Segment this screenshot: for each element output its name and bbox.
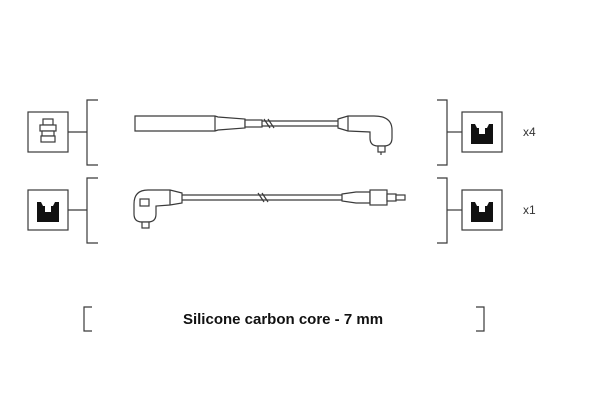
caption-bracket-left bbox=[83, 306, 92, 332]
right-bracket bbox=[437, 177, 448, 244]
row-2: x1 bbox=[27, 177, 536, 244]
coil-terminal-icon bbox=[461, 189, 503, 231]
caption-bracket-right bbox=[476, 306, 485, 332]
straight-boot bbox=[134, 115, 246, 132]
quantity-label: x1 bbox=[523, 203, 536, 217]
coil-terminal-icon bbox=[27, 189, 69, 231]
spec-caption-group: Silicone carbon core - 7 mm bbox=[83, 306, 485, 332]
angled-boot bbox=[337, 115, 393, 147]
quantity-label: x4 bbox=[523, 125, 536, 139]
ignition-cable-2 bbox=[133, 189, 406, 229]
spec-caption: Silicone carbon core - 7 mm bbox=[183, 311, 383, 328]
spark-plug-connector-icon bbox=[27, 111, 69, 153]
left-bracket bbox=[86, 177, 98, 244]
right-bracket bbox=[437, 99, 448, 166]
ignition-cable-1 bbox=[134, 115, 393, 155]
row-1: x4 bbox=[27, 99, 536, 166]
coil-terminal-icon bbox=[461, 111, 503, 153]
left-bracket bbox=[86, 99, 98, 166]
coil-boot bbox=[341, 191, 371, 204]
